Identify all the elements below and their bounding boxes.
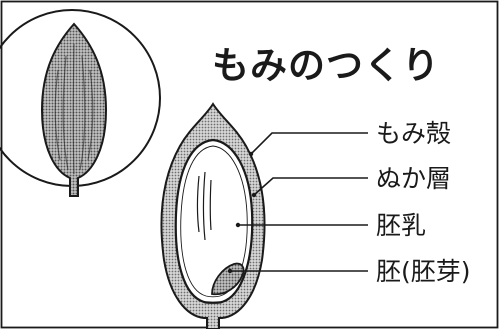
diagram-title: もみのつくり bbox=[212, 44, 440, 87]
bran-leader bbox=[253, 177, 368, 196]
embryo-label: 胚(胚芽) bbox=[376, 257, 471, 286]
bran-label: ぬか層 bbox=[376, 164, 451, 193]
grain-cross-section bbox=[160, 102, 266, 329]
whole-grain-inset bbox=[40, 22, 108, 197]
bran-layer bbox=[180, 145, 248, 298]
husk-leader bbox=[250, 132, 368, 155]
husk-label: もみ殻 bbox=[376, 119, 451, 148]
endosperm-body bbox=[174, 138, 254, 304]
endosperm-label: 胚乳 bbox=[376, 211, 426, 240]
